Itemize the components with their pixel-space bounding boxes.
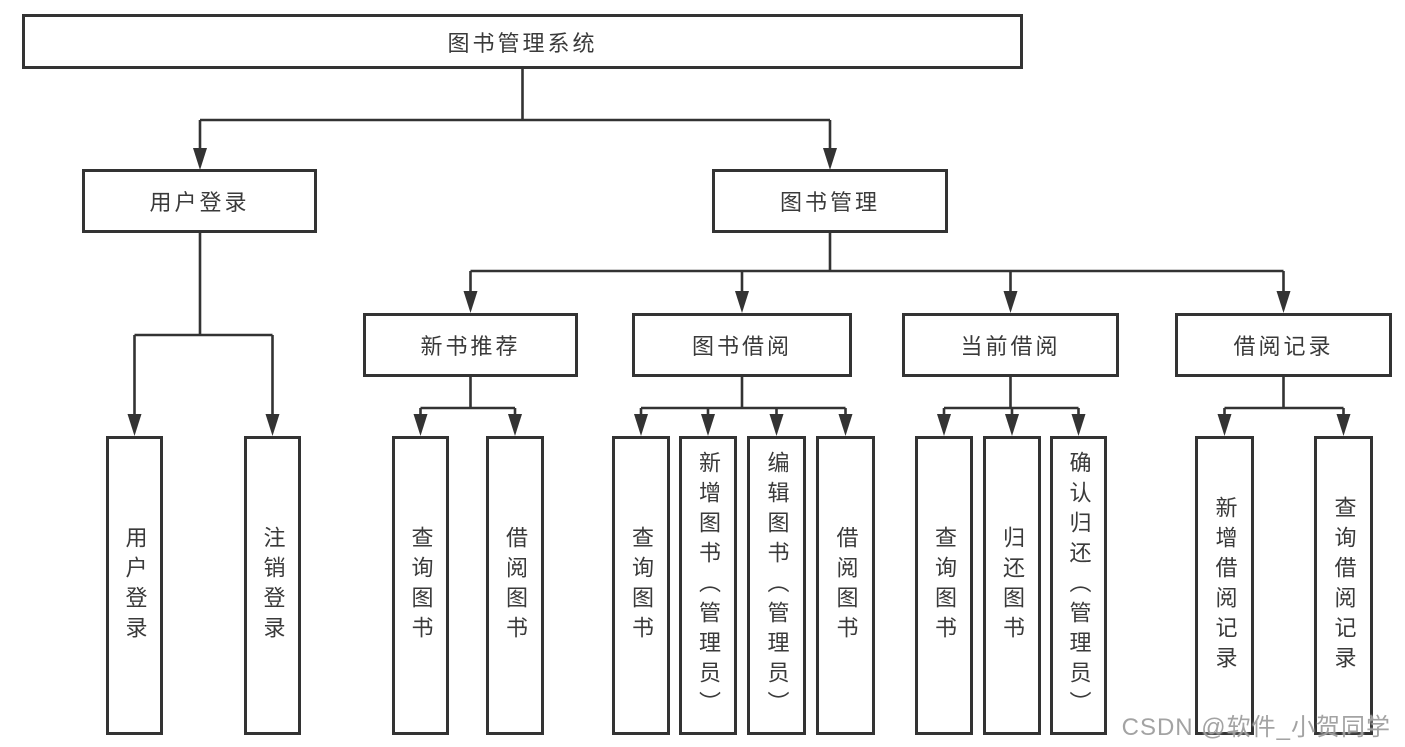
csdn-watermark: CSDN @软件_小贺同学 xyxy=(1121,714,1391,741)
node-borrow-records-label: 借阅记录 xyxy=(1233,334,1334,359)
node-current-borrow-label: 当前借阅 xyxy=(960,334,1061,359)
leaf-edit-books-admin-label: 编辑图书（管理员） xyxy=(764,450,790,721)
leaf-confirm-return-admin-label: 确认归还（管理员） xyxy=(1066,450,1092,721)
connector-root-to-level2 xyxy=(193,69,837,170)
connector-new-books-children xyxy=(413,377,522,436)
node-book-management-label: 图书管理 xyxy=(779,190,880,215)
node-book-management: 图书管理 xyxy=(712,169,948,233)
leaf-query-books-borrow-label: 查询图书 xyxy=(629,525,654,646)
leaf-query-books-current-label: 查询图书 xyxy=(932,525,957,646)
leaf-confirm-return-admin: 确认归还（管理员） xyxy=(1050,436,1107,735)
leaf-borrow-books: 借阅图书 xyxy=(816,436,875,735)
leaf-add-borrow-record: 新增借阅记录 xyxy=(1195,436,1254,735)
leaf-user-login: 用户登录 xyxy=(106,436,163,735)
leaf-query-books-recommend: 查询图书 xyxy=(392,436,449,735)
leaf-borrow-books-label: 借阅图书 xyxy=(833,525,859,646)
connector-book-borrow-children xyxy=(634,377,853,436)
leaf-query-books-borrow: 查询图书 xyxy=(612,436,670,735)
node-new-book-recommend: 新书推荐 xyxy=(363,313,578,377)
leaf-user-login-label: 用户登录 xyxy=(122,525,148,646)
leaf-add-books-admin: 新增图书（管理员） xyxy=(679,436,737,735)
node-user-login: 用户登录 xyxy=(82,169,317,233)
leaf-add-borrow-record-label: 新增借阅记录 xyxy=(1212,495,1238,676)
leaf-query-borrow-record-label: 查询借阅记录 xyxy=(1331,495,1357,676)
leaf-logout: 注销登录 xyxy=(244,436,301,735)
leaf-return-books-label: 归还图书 xyxy=(1000,525,1025,646)
leaf-logout-label: 注销登录 xyxy=(260,525,286,646)
leaf-borrow-books-recommend-label: 借阅图书 xyxy=(503,525,528,646)
node-book-borrow: 图书借阅 xyxy=(632,313,852,377)
node-current-borrow: 当前借阅 xyxy=(902,313,1119,377)
node-new-book-recommend-label: 新书推荐 xyxy=(420,334,521,359)
connector-borrow-records-children xyxy=(1217,377,1351,436)
connector-current-borrow-children xyxy=(937,377,1086,436)
leaf-borrow-books-recommend: 借阅图书 xyxy=(486,436,544,735)
node-system-root-label: 图书管理系统 xyxy=(447,30,598,56)
node-system-root: 图书管理系统 xyxy=(22,14,1023,69)
connector-book-mgmt-children xyxy=(463,233,1291,313)
leaf-query-books-recommend-label: 查询图书 xyxy=(408,525,434,646)
node-user-login-label: 用户登录 xyxy=(149,190,250,215)
leaf-query-books-current: 查询图书 xyxy=(915,436,973,735)
node-borrow-records: 借阅记录 xyxy=(1175,313,1392,377)
leaf-add-books-admin-label: 新增图书（管理员） xyxy=(696,450,721,721)
node-book-borrow-label: 图书借阅 xyxy=(691,334,792,359)
leaf-edit-books-admin: 编辑图书（管理员） xyxy=(747,436,806,735)
leaf-query-borrow-record: 查询借阅记录 xyxy=(1314,436,1373,735)
connector-user-login-children xyxy=(127,233,280,436)
leaf-return-books: 归还图书 xyxy=(983,436,1041,735)
